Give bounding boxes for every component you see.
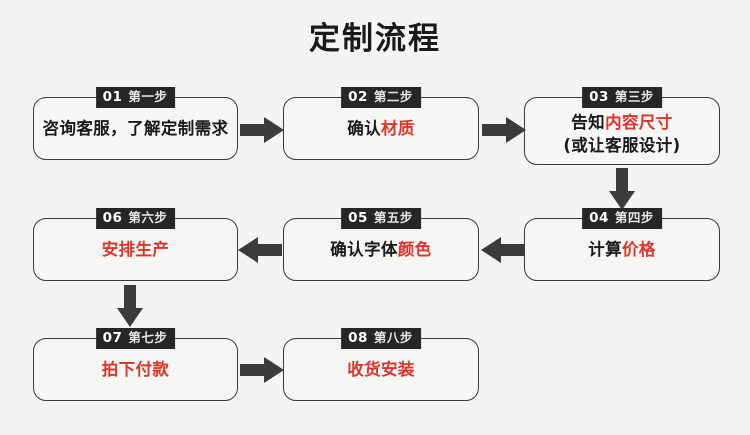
arrow-step02-to-step03 xyxy=(482,117,526,143)
step-number-06: 06 xyxy=(102,209,123,226)
step-badge-06: 06 第六步 xyxy=(95,208,176,229)
step-label-04: 第四步 xyxy=(614,210,654,226)
step-text-01: 咨询客服，了解定制需求 xyxy=(42,118,229,138)
step-text-02: 确认材质 xyxy=(347,118,415,138)
step-label-06: 第六步 xyxy=(128,210,168,226)
step-label-01: 第一步 xyxy=(128,89,168,105)
step-badge-04: 04 第四步 xyxy=(582,208,662,229)
step-box-05[interactable]: 05 第五步 确认字体颜色 xyxy=(283,208,479,281)
step-text-05: 确认字体颜色 xyxy=(330,239,432,259)
step-badge-05: 05 第五步 xyxy=(341,208,421,229)
step-text-06: 安排生产 xyxy=(101,239,170,259)
step-label-02: 第二步 xyxy=(373,89,413,105)
step-number-05: 05 xyxy=(348,209,368,226)
step-box-08[interactable]: 08 第八步 收货安装 xyxy=(283,328,479,401)
step-badge-02: 02 第二步 xyxy=(341,87,421,108)
step-box-02[interactable]: 02 第二步 确认材质 xyxy=(283,87,479,160)
step-text-03: 告知内容尺寸 (或让客服设计) xyxy=(563,112,681,155)
arrow-step01-to-step02 xyxy=(240,117,284,143)
step-badge-08: 08 第八步 xyxy=(341,328,421,349)
step-label-07: 第七步 xyxy=(128,330,168,346)
step-box-04[interactable]: 04 第四步 计算价格 xyxy=(524,208,720,281)
step-label-08: 第八步 xyxy=(373,330,413,346)
step-box-06[interactable]: 06 第六步 安排生产 xyxy=(33,208,238,281)
arrow-step06-to-step07 xyxy=(117,285,143,327)
page-title: 定制流程 xyxy=(309,21,441,57)
step-text-07: 拍下付款 xyxy=(101,359,170,379)
step-label-05: 第五步 xyxy=(373,210,413,226)
step-badge-03: 03 第三步 xyxy=(582,87,662,108)
step-number-01: 01 xyxy=(102,88,123,105)
arrow-step04-to-step05 xyxy=(481,237,525,263)
step-number-07: 07 xyxy=(102,329,123,346)
step-box-01[interactable]: 01 第一步 咨询客服，了解定制需求 xyxy=(33,87,238,160)
arrow-step03-to-step04 xyxy=(609,168,635,210)
step-label-03: 第三步 xyxy=(614,89,654,105)
step-badge-07: 07 第七步 xyxy=(95,328,176,349)
step-box-03[interactable]: 03 第三步 告知内容尺寸 (或让客服设计) xyxy=(524,87,720,165)
step-number-08: 08 xyxy=(348,329,368,346)
step-number-03: 03 xyxy=(589,88,609,105)
step-number-04: 04 xyxy=(589,209,609,226)
step-number-02: 02 xyxy=(348,88,368,105)
arrow-step05-to-step06 xyxy=(238,237,282,263)
step-text-08: 收货安装 xyxy=(347,359,415,379)
step-box-07[interactable]: 07 第七步 拍下付款 xyxy=(33,328,238,401)
arrow-step07-to-step08 xyxy=(240,357,284,383)
step-text-04: 计算价格 xyxy=(588,239,656,259)
step-badge-01: 01 第一步 xyxy=(95,87,176,108)
